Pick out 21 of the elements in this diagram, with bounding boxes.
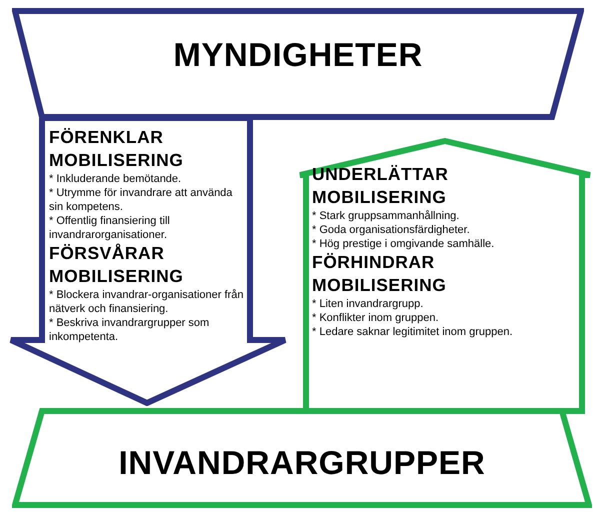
- trapezoid-band: [12, 8, 584, 120]
- up-arrow-shape: [298, 138, 593, 414]
- bullet-text: * Stark gruppsammanhållning.: [312, 209, 460, 223]
- band-title: MYNDIGHETER: [172, 36, 424, 74]
- bullet-text: * Hög prestige i omgivande samhälle.: [312, 237, 496, 251]
- heading-text: FÖRHINDRAR MOBILISERING: [312, 251, 448, 297]
- bullet-text: * Inkluderande bemötande.: [49, 172, 182, 186]
- band-title: INVANDRARGRUPPER: [118, 444, 486, 482]
- bullet-text: * Blockera invandrar-organisationer från nätverk och finansiering.: [49, 288, 244, 316]
- bullet-text: * Utrymme för invandrare att använda sin kompetens.: [49, 186, 234, 214]
- heading-text: UNDERLÄTTAR MOBILISERING: [312, 163, 450, 209]
- heading-text: FÖRENKLAR MOBILISERING: [49, 126, 184, 172]
- bullet-text: * Offentlig finansiering till invandrarorganisationer.: [49, 214, 171, 242]
- trapezoid-band: [12, 408, 592, 508]
- bullet-text: * Goda organisationsfärdigheter.: [312, 223, 471, 237]
- bullet-text: * Beskriva invandrargrupper som inkompetenta.: [49, 316, 210, 344]
- heading-text: FÖRSVÅRAR MOBILISERING: [49, 242, 184, 288]
- down-arrow-shape: [8, 118, 288, 406]
- bullet-text: * Ledare saknar legitimitet inom gruppen.: [312, 325, 514, 339]
- bullet-text: * Konflikter inom gruppen.: [312, 311, 440, 325]
- bullet-text: * Liten invandrargrupp.: [312, 297, 424, 311]
